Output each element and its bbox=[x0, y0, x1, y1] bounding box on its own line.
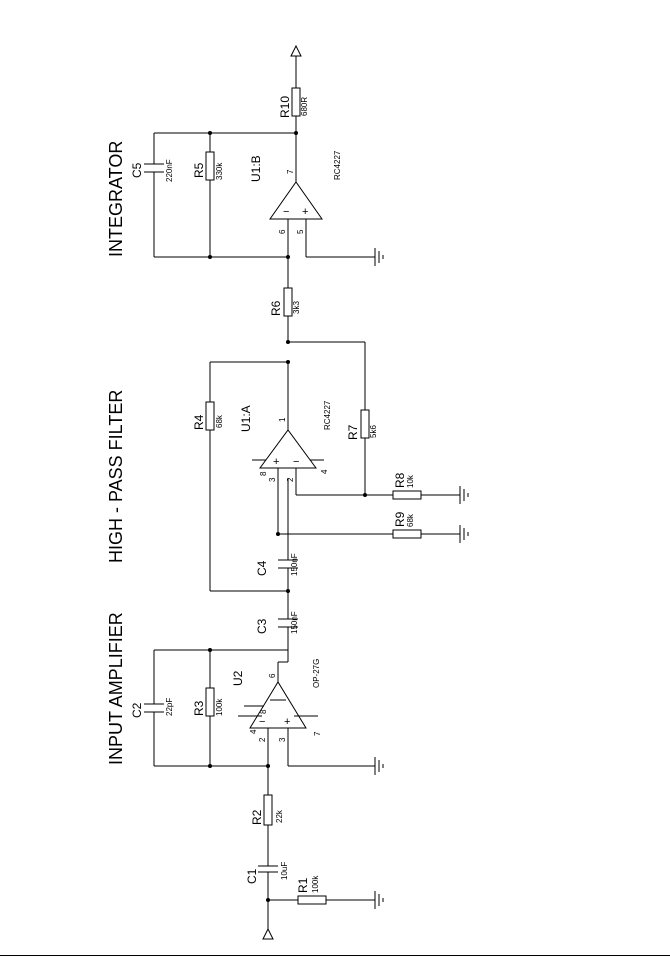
resistor-r2: R2 22k bbox=[250, 766, 284, 838]
u1b-pin-5: 5 bbox=[296, 229, 305, 234]
opamp-u1b: − + 6 5 7 U1:B RC4227 bbox=[249, 116, 375, 258]
u2-pin-8: 8 bbox=[259, 709, 268, 714]
r6-value: 3k3 bbox=[292, 301, 301, 314]
u2-part: OP-27G bbox=[312, 659, 321, 688]
r2-label: R2 bbox=[250, 809, 264, 825]
u1a-pin-2: 2 bbox=[286, 477, 295, 482]
capacitor-c4: C4 150nF bbox=[255, 553, 299, 576]
r9-value: 68k bbox=[406, 513, 415, 527]
r8-label: R8 bbox=[393, 472, 407, 488]
r3-label: R3 bbox=[192, 700, 206, 716]
resistor-r5: R5 330k bbox=[192, 133, 224, 257]
c5-value: 220nF bbox=[165, 159, 174, 182]
c3-label: C3 bbox=[255, 618, 269, 634]
resistor-r4: R4 68k bbox=[192, 361, 288, 591]
resistor-r6: R6 3k3 bbox=[269, 257, 301, 342]
title-integrator: INTEGRATOR bbox=[106, 141, 126, 257]
r8-value: 10k bbox=[406, 474, 415, 488]
r9-label: R9 bbox=[393, 511, 407, 527]
u1b-pin-6: 6 bbox=[278, 229, 287, 234]
resistor-r3: R3 100k bbox=[192, 650, 224, 766]
r7-label: R7 bbox=[346, 424, 360, 440]
c2-value: 22pF bbox=[165, 698, 174, 716]
c5-label: C5 bbox=[130, 162, 144, 178]
ground-r8 bbox=[459, 486, 469, 504]
u2-plus: + bbox=[284, 716, 290, 728]
capacitor-c3: C3 150nF bbox=[255, 611, 299, 634]
c4-value: 150nF bbox=[290, 553, 299, 576]
u1b-plus: + bbox=[302, 206, 308, 218]
u1a-minus: − bbox=[293, 456, 299, 468]
u1a-part: RC4227 bbox=[323, 400, 332, 430]
resistor-r8: R8 10k bbox=[392, 472, 460, 500]
u1a-label: U1:A bbox=[239, 405, 253, 432]
r5-value: 330k bbox=[215, 162, 224, 180]
u1a-pin-3: 3 bbox=[268, 477, 277, 482]
r6-label: R6 bbox=[269, 300, 283, 316]
c1-label: C1 bbox=[245, 868, 259, 884]
ground-u1b bbox=[374, 248, 384, 266]
resistor-r7: R7 5k6 bbox=[288, 341, 378, 495]
u1b-part: RC4227 bbox=[333, 150, 342, 180]
ground-r9 bbox=[459, 525, 469, 543]
opamp-u2: − + 2 3 6 4 8 7 U2 OP-27G bbox=[231, 650, 375, 767]
r3-value: 100k bbox=[215, 698, 224, 716]
u1a-pin-4: 4 bbox=[320, 469, 329, 474]
resistor-r9: R9 68k bbox=[278, 511, 460, 539]
title-input-amplifier: INPUT AMPLIFIER bbox=[106, 612, 126, 765]
r7-value: 5k6 bbox=[369, 425, 378, 438]
u2-pin-2: 2 bbox=[258, 737, 267, 742]
u1a-pin-8: 8 bbox=[259, 471, 268, 476]
ground-r1 bbox=[374, 891, 384, 909]
resistor-r10: R10 680R bbox=[278, 56, 309, 118]
r4-label: R4 bbox=[192, 414, 206, 430]
r10-value: 680R bbox=[300, 97, 309, 116]
page-border bbox=[0, 955, 670, 956]
title-high-pass-filter: HIGH - PASS FILTER bbox=[106, 390, 126, 563]
u2-label: U2 bbox=[231, 670, 245, 686]
r2-value: 22k bbox=[275, 809, 284, 823]
r4-value: 68k bbox=[215, 414, 224, 428]
u2-pin-6: 6 bbox=[268, 673, 277, 678]
u2-pin-4: 4 bbox=[249, 729, 258, 734]
u1a-plus: + bbox=[273, 456, 279, 468]
c4-label: C4 bbox=[255, 560, 269, 576]
opamp-u1a: + − 3 2 1 8 4 U1:A RC4227 bbox=[239, 362, 332, 534]
r10-label: R10 bbox=[278, 96, 292, 118]
u1b-pin-7: 7 bbox=[286, 169, 295, 174]
u1b-minus: − bbox=[283, 206, 289, 218]
u2-pin-3: 3 bbox=[278, 737, 287, 742]
ground-u2 bbox=[374, 757, 384, 775]
output-port bbox=[290, 44, 302, 57]
u1b-label: U1:B bbox=[249, 155, 263, 182]
c3-value: 150nF bbox=[290, 611, 299, 634]
capacitor-c5: C5 220nF bbox=[130, 159, 174, 182]
capacitor-c1: C1 10uF bbox=[245, 838, 289, 884]
u2-pin-7: 7 bbox=[313, 731, 322, 736]
u1a-pin-1: 1 bbox=[278, 417, 287, 422]
r1-value: 100k bbox=[311, 875, 320, 893]
c2-label: C2 bbox=[130, 702, 144, 718]
u2-minus: − bbox=[259, 716, 265, 728]
resistor-r1: R1 100k bbox=[268, 875, 375, 905]
input-port bbox=[262, 927, 274, 940]
capacitor-c2: C2 22pF bbox=[130, 698, 174, 718]
r1-label: R1 bbox=[296, 877, 310, 893]
r5-label: R5 bbox=[192, 162, 206, 178]
c1-value: 10uF bbox=[280, 862, 289, 880]
